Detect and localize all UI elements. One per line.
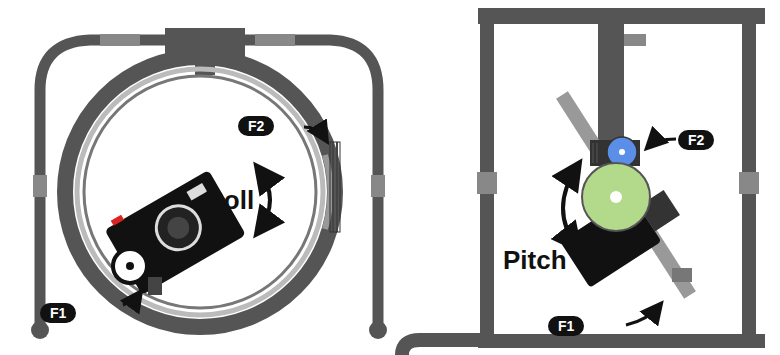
callout-number: F2 xyxy=(678,130,714,150)
callout-number: F2 xyxy=(238,116,274,136)
axis-label: Pitch xyxy=(503,246,567,274)
callout-number: F1 xyxy=(40,303,76,323)
callout-number: F1 xyxy=(548,316,584,336)
axis-label: Roll xyxy=(205,186,254,214)
